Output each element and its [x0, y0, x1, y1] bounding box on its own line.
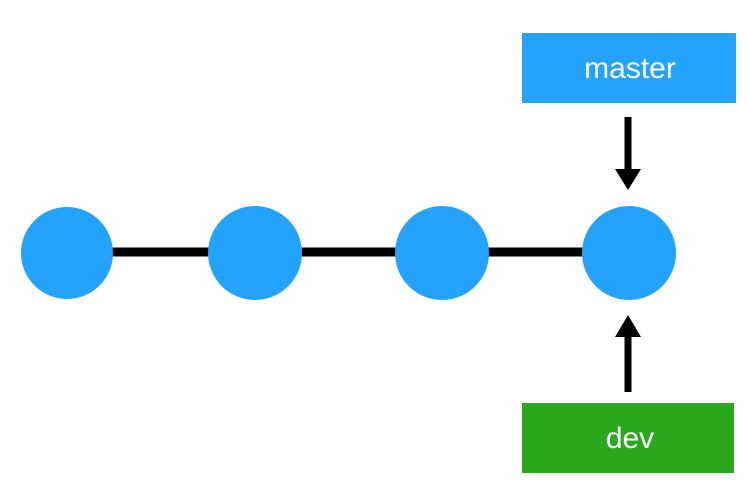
- edge-commit3-commit4: [485, 247, 586, 257]
- commit-edges: [110, 247, 586, 257]
- edge-commit2-commit3: [298, 247, 399, 257]
- dev-label-box[interactable]: [522, 403, 734, 473]
- master-arrow-head: [615, 169, 641, 190]
- branch-label-master[interactable]: master: [522, 33, 736, 103]
- master-arrow-shaft: [624, 117, 632, 172]
- dev-arrow-head: [615, 315, 641, 337]
- commit-node-2[interactable]: [208, 206, 302, 300]
- master-label-box[interactable]: [522, 33, 736, 103]
- commit-node-3[interactable]: [395, 206, 489, 300]
- master-label-text: master: [584, 52, 676, 85]
- commit-node-4[interactable]: [582, 206, 676, 300]
- edge-commit1-commit2: [110, 247, 212, 257]
- dev-label-text: dev: [606, 422, 654, 455]
- commit-nodes: [21, 206, 676, 300]
- master-pointer-arrow-icon: [615, 117, 641, 190]
- commit-node-1[interactable]: [21, 207, 113, 299]
- dev-arrow-shaft: [624, 334, 632, 392]
- dev-pointer-arrow-icon: [615, 315, 641, 392]
- branch-label-dev[interactable]: dev: [522, 403, 734, 473]
